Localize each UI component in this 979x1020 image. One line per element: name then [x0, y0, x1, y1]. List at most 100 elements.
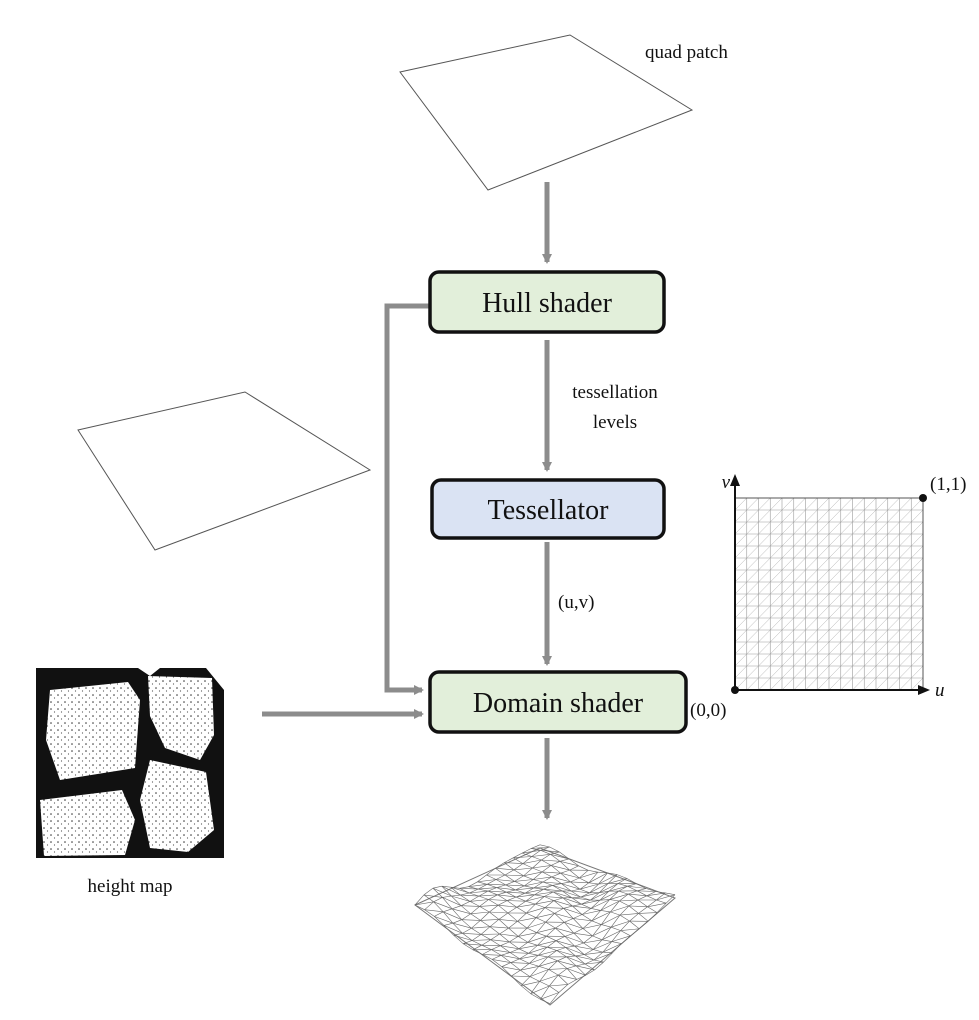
mesh-edge — [505, 881, 515, 886]
mesh-edge — [518, 936, 529, 943]
mesh-edge — [579, 883, 599, 890]
mesh-edge — [591, 920, 602, 925]
grid-line — [746, 521, 759, 535]
mesh-edge — [518, 942, 529, 950]
grid-line — [734, 653, 747, 667]
mesh-edge — [509, 948, 520, 953]
grid-line — [817, 509, 830, 523]
mesh-edge — [541, 871, 552, 878]
grid-line — [734, 557, 747, 571]
mesh-edge — [424, 901, 434, 910]
mesh-edge — [500, 945, 519, 950]
mesh-edge — [570, 890, 581, 898]
grid-line — [734, 593, 747, 607]
arrow-hull-bypass-to-domain — [384, 303, 430, 695]
grid-line — [911, 605, 924, 619]
mesh-edge — [541, 859, 552, 866]
mesh-edge — [516, 894, 535, 898]
grid-line — [817, 617, 830, 631]
mesh-edge — [526, 927, 537, 933]
mesh-edge — [581, 903, 592, 909]
mesh-edge — [550, 854, 561, 862]
grid-line — [911, 653, 924, 667]
grid-line — [899, 629, 912, 643]
mesh-edge — [573, 932, 584, 944]
mesh-edge — [477, 881, 488, 885]
mesh-edge — [544, 891, 554, 897]
grid-line — [852, 521, 865, 535]
grid-line — [840, 653, 853, 667]
grid-line — [864, 605, 877, 619]
grid-line — [911, 641, 924, 655]
mesh-edge — [520, 976, 531, 986]
mesh-edge — [540, 985, 550, 1000]
mesh-edge — [486, 867, 496, 876]
mesh-edge — [482, 949, 492, 955]
mesh-edge — [602, 941, 613, 953]
mesh-edge — [647, 902, 667, 908]
grid-line — [758, 497, 771, 511]
mesh-edge — [581, 908, 592, 915]
mesh-edge — [565, 947, 585, 955]
grid-line — [805, 665, 818, 679]
domain-shader-stage: Domain shader — [428, 670, 688, 734]
mesh-edge — [601, 911, 611, 925]
mesh-edge — [558, 968, 568, 976]
tessellator-stage: Tessellator — [430, 478, 666, 540]
mesh-edge — [602, 951, 613, 954]
mesh-edge — [531, 846, 550, 849]
grid-line — [793, 569, 806, 583]
mesh-edge — [434, 911, 444, 917]
mesh-edge — [593, 959, 604, 963]
mesh-edge — [590, 892, 600, 901]
hull-shader-box — [428, 270, 666, 334]
grid-line — [734, 497, 747, 511]
mesh-edge — [535, 896, 545, 905]
mesh-edge — [574, 945, 585, 955]
mesh-edge — [553, 891, 572, 899]
mesh-edge — [592, 939, 603, 950]
mesh-edge — [564, 922, 583, 929]
mesh-edge — [514, 875, 524, 882]
mesh-edge — [513, 852, 523, 859]
mesh-edge — [477, 874, 487, 883]
mesh-edge — [443, 922, 453, 926]
grid-line — [770, 653, 783, 667]
mesh-edge — [588, 870, 598, 873]
mesh-edge — [588, 882, 599, 885]
mesh-edge — [638, 912, 658, 914]
grid-line — [864, 545, 877, 559]
mesh-edge — [560, 872, 580, 879]
mesh-edge — [583, 935, 593, 944]
mesh-edge — [506, 896, 517, 901]
mesh-edge — [423, 894, 434, 903]
mesh-edge — [538, 950, 557, 956]
grid-line — [781, 641, 794, 655]
mesh-edge — [561, 883, 572, 892]
mesh-edge — [589, 883, 609, 894]
grid-line — [840, 509, 853, 523]
grid-line — [746, 581, 759, 595]
mesh-edge — [546, 927, 556, 937]
mesh-edge — [487, 884, 506, 886]
grid-line — [911, 581, 924, 595]
mesh-edge — [535, 907, 546, 918]
grid-line — [828, 521, 841, 535]
mesh-edge — [510, 958, 520, 963]
grid-line — [887, 521, 900, 535]
mesh-edge — [499, 927, 509, 935]
mesh-edge — [451, 895, 471, 902]
mesh-edge — [469, 901, 480, 907]
grid-line — [758, 545, 771, 559]
grid-line — [817, 581, 830, 595]
mesh-edge — [551, 876, 562, 884]
mesh-edge — [547, 946, 557, 951]
u-axis-arrowhead — [918, 685, 930, 695]
mesh-edge — [575, 955, 586, 965]
mesh-edge — [573, 918, 592, 922]
grid-line — [781, 605, 794, 619]
mesh-edge — [576, 975, 586, 980]
mesh-edge — [537, 935, 547, 946]
grid-line — [805, 629, 818, 643]
mesh-edge — [460, 894, 471, 902]
